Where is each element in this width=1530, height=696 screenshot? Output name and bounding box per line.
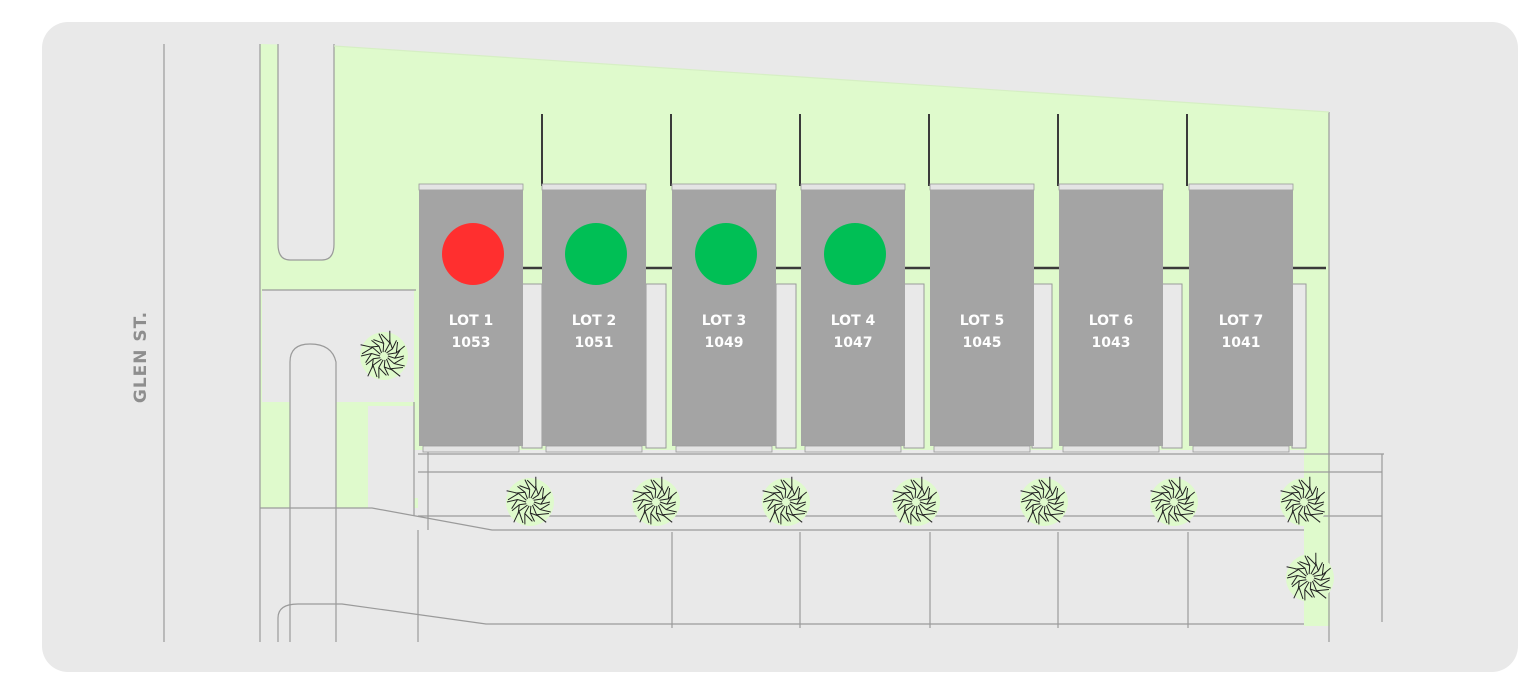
lot-address-label: 1053 [452, 335, 491, 351]
lot-number-label: LOT 5 [960, 313, 1005, 329]
lot-address-label: 1051 [575, 335, 614, 351]
tree-icon [762, 476, 810, 526]
lot-patio [1188, 183, 1294, 191]
lot-porch [422, 445, 520, 453]
lot-number-label: LOT 2 [572, 313, 617, 329]
street-name-label: GLEN ST. [131, 311, 151, 403]
lot-status-marker-sold [442, 223, 504, 285]
lot-6[interactable]: LOT 6 1043 [1058, 183, 1164, 453]
lot-porch [804, 445, 902, 453]
tree-icon [632, 476, 680, 526]
lot-status-marker-available [695, 223, 757, 285]
lot-2[interactable]: LOT 2 1051 [541, 183, 647, 453]
lot-patio [800, 183, 906, 191]
tree-icon [1150, 476, 1198, 526]
lot-number-label: LOT 7 [1219, 313, 1264, 329]
lot-porch [545, 445, 643, 453]
lot-patio [929, 183, 1035, 191]
lot-5[interactable]: LOT 5 1045 [929, 183, 1035, 453]
lot-1[interactable]: LOT 1 1053 [418, 183, 524, 453]
lot-number-label: LOT 1 [449, 313, 494, 329]
lot-number-label: LOT 6 [1089, 313, 1134, 329]
lot-address-label: 1045 [963, 335, 1002, 351]
lot-address-label: 1049 [705, 335, 744, 351]
tree-icon [1286, 552, 1334, 602]
paved-area [262, 44, 1304, 642]
lot-4[interactable]: LOT 4 1047 [800, 183, 906, 453]
lot-porch [933, 445, 1031, 453]
lot-3[interactable]: LOT 3 1049 [671, 183, 777, 453]
tree-icon [1020, 476, 1068, 526]
lot-building [1059, 190, 1163, 446]
tree-icon [1280, 476, 1328, 526]
lot-address-label: 1047 [834, 335, 873, 351]
lot-porch [1062, 445, 1160, 453]
lot-building [1189, 190, 1293, 446]
tree-icon [360, 330, 408, 380]
lot-porch [675, 445, 773, 453]
tree-icon [892, 476, 940, 526]
lot-status-marker-available [565, 223, 627, 285]
lot-number-label: LOT 3 [702, 313, 747, 329]
tree-icon [506, 476, 554, 526]
property-lines [163, 44, 1384, 642]
lot-7[interactable]: LOT 7 1041 [1188, 183, 1294, 453]
lot-patio [418, 183, 524, 191]
lot-building [930, 190, 1034, 446]
lot-address-label: 1043 [1092, 335, 1131, 351]
lot-status-marker-available [824, 223, 886, 285]
lot-number-label: LOT 4 [831, 313, 876, 329]
lot-patio [1058, 183, 1164, 191]
lot-patio [671, 183, 777, 191]
lot-address-label: 1041 [1222, 335, 1261, 351]
lot-porch [1192, 445, 1290, 453]
driveways [521, 283, 1307, 449]
lot-patio [541, 183, 647, 191]
